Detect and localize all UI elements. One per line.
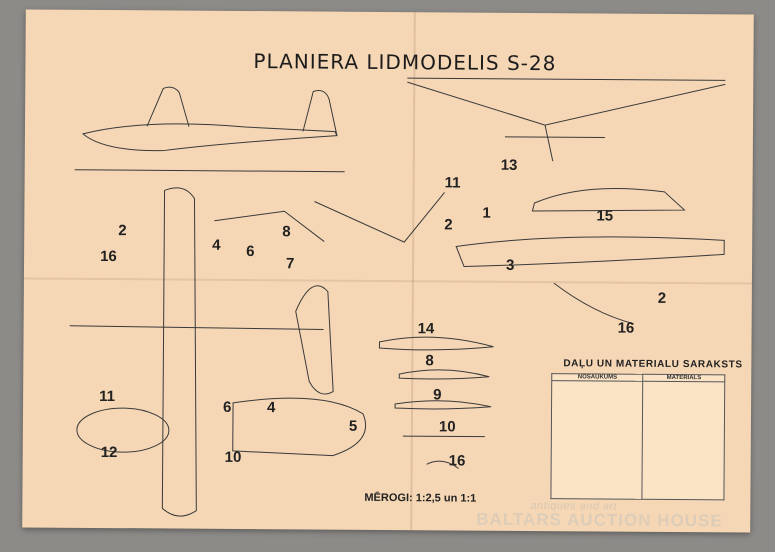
part-label-4b: 4 bbox=[266, 399, 276, 417]
part-5-loop bbox=[232, 397, 367, 457]
part-label-3: 3 bbox=[505, 256, 515, 274]
watermark-brand: BALTARS AUCTION HOUSE bbox=[476, 509, 723, 531]
drawing-title: PLANIERA LIDMODELIS S-28 bbox=[253, 49, 557, 76]
top-view-wing bbox=[161, 187, 197, 517]
part-label-2: 2 bbox=[118, 222, 127, 240]
front-view-wing bbox=[407, 81, 726, 126]
side-view-fuselage bbox=[81, 123, 338, 152]
front-view-stabilizer bbox=[504, 136, 605, 139]
part-label-4: 4 bbox=[212, 236, 221, 254]
top-view-fuselage bbox=[69, 325, 324, 331]
part-label-1: 1 bbox=[482, 204, 491, 222]
top-view-stabilizer bbox=[295, 285, 334, 395]
part-label-16c: 16 bbox=[448, 452, 466, 470]
front-view-fuselage bbox=[544, 124, 554, 162]
part-label-6b: 6 bbox=[222, 398, 232, 416]
side-view-dimension-line bbox=[74, 169, 345, 173]
part-15-detail bbox=[531, 187, 686, 212]
part-label-16: 16 bbox=[100, 247, 117, 266]
part-label-2b: 2 bbox=[444, 216, 453, 234]
perspective-glider bbox=[314, 192, 445, 243]
perspective-parts-8 bbox=[214, 210, 325, 242]
parts-table-names bbox=[550, 380, 644, 500]
part-8-profile bbox=[398, 369, 490, 380]
part-label-7: 7 bbox=[285, 255, 295, 273]
parts-table-materials bbox=[642, 381, 725, 500]
part-label-9: 9 bbox=[433, 386, 442, 404]
side-view-wing-pylon bbox=[146, 86, 190, 127]
part-label-13: 13 bbox=[500, 156, 518, 174]
part-label-6: 6 bbox=[246, 243, 255, 261]
part-label-5: 5 bbox=[348, 417, 358, 435]
parts-table-title: DAĻU UN MATERIALU SARAKSTS bbox=[563, 358, 743, 371]
scale-note: MĒROGI: 1:2,5 un 1:1 bbox=[364, 491, 477, 505]
part-2-detail bbox=[553, 282, 634, 325]
blueprint-drawing bbox=[69, 77, 726, 517]
part-label-14: 14 bbox=[417, 320, 435, 338]
fuselage-detail bbox=[455, 236, 725, 268]
blueprint-sheet: PLANIERA LIDMODELIS S-28 2 16 4 6 8 7 11… bbox=[22, 9, 754, 533]
part-label-16b: 16 bbox=[617, 319, 635, 337]
part-14-profile bbox=[378, 336, 494, 351]
part-16-profile bbox=[426, 460, 459, 469]
part-label-11b: 11 bbox=[99, 387, 116, 406]
front-view-dimension-line bbox=[407, 77, 726, 81]
part-label-15: 15 bbox=[596, 207, 614, 225]
part-label-2c: 2 bbox=[657, 289, 667, 307]
part-9-profile bbox=[394, 400, 492, 410]
side-view-fin bbox=[302, 90, 338, 136]
part-label-11: 11 bbox=[444, 174, 461, 192]
parts-table: NOSAUKUMS MATERIALS bbox=[550, 373, 726, 501]
part-label-10: 10 bbox=[438, 418, 456, 436]
part-label-12: 12 bbox=[100, 443, 118, 462]
part-label-8: 8 bbox=[282, 223, 291, 241]
part-12-loop bbox=[76, 407, 170, 453]
part-10-profile bbox=[402, 435, 485, 438]
part-label-8b: 8 bbox=[425, 352, 434, 370]
part-label-10b: 10 bbox=[224, 448, 242, 466]
